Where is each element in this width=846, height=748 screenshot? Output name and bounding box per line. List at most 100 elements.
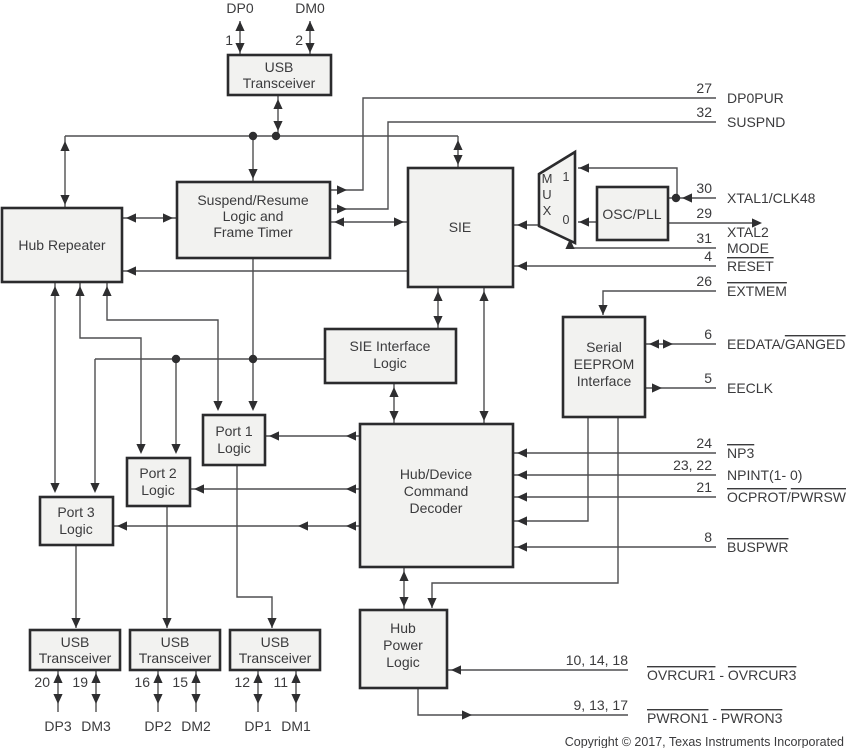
block-label: USB — [161, 634, 190, 650]
block-label: Frame Timer — [213, 224, 293, 240]
block-hub-power-logic — [358, 608, 449, 690]
block-label: Transceiver — [139, 650, 212, 666]
pin-number-16: 16 — [134, 674, 150, 690]
block-label: EEPROM — [574, 356, 635, 372]
junction-dots — [171, 131, 681, 364]
block-usb-transceiver-1 — [228, 628, 322, 672]
pin-number-6: 6 — [704, 326, 712, 342]
pin-number-32: 32 — [696, 104, 712, 120]
block-label: Port 2 — [139, 465, 177, 481]
block-osc-pll — [595, 185, 670, 242]
block-label: Port 3 — [57, 504, 95, 520]
mux-input-0: 0 — [563, 213, 570, 227]
block-label: Transceiver — [39, 650, 112, 666]
pin-label-ocprot-pwrsw: OCPROT/PWRSW — [727, 489, 846, 505]
pin-label-suspnd: SUSPND — [727, 114, 785, 130]
pin-label-eedata-ganged: EEDATA/GANGED — [727, 336, 846, 352]
block-port1-logic — [201, 413, 267, 467]
pin-number-4: 4 — [704, 248, 712, 264]
block-label: Logic — [217, 440, 250, 456]
pin-number-1: 1 — [225, 32, 233, 48]
pin-number-31: 31 — [696, 230, 712, 246]
block-label: Hub/Device — [400, 466, 473, 482]
mux-letter: X — [543, 203, 552, 218]
block-label: Hub Repeater — [18, 237, 106, 253]
block-label: Logic — [386, 654, 419, 670]
pin-label-dm2: DM2 — [181, 718, 211, 734]
right-pin-numbers: 27 32 30 29 31 4 26 6 5 24 23, 22 21 8 1… — [566, 80, 712, 713]
block-label: SIE Interface — [350, 338, 431, 354]
mux-letter: U — [542, 187, 551, 202]
block-usb-transceiver-0 — [226, 53, 333, 97]
pin-label-dp0: DP0 — [226, 0, 253, 16]
block-label: USB — [61, 634, 90, 650]
junction-dot — [671, 193, 681, 203]
pin-label-dp3: DP3 — [44, 718, 71, 734]
pin-number-19: 19 — [72, 674, 88, 690]
right-pin-names: DP0PUR SUSPND XTAL1/CLK48 XTAL2 MODE RES… — [647, 90, 846, 726]
block-label: SIE — [449, 219, 472, 235]
junction-dot — [248, 354, 258, 364]
block-label: Hub — [390, 620, 416, 636]
blocks: USB Transceiver Hub Repeater Suspend/Res… — [0, 53, 670, 690]
block-label: Logic — [141, 482, 174, 498]
pin-label-pwron: PWRON1 - PWRON3 — [647, 710, 783, 726]
pin-label-dp1: DP1 — [244, 718, 271, 734]
pin-label-ovrcur: OVRCUR1 - OVRCUR3 — [647, 667, 797, 683]
block-label: USB — [265, 59, 294, 75]
block-label: Transceiver — [243, 75, 316, 91]
pin-number-21: 21 — [696, 479, 712, 495]
pin-label-eeclk: EECLK — [727, 380, 774, 396]
mux-input-1: 1 — [563, 170, 570, 184]
block-hub-device-command-decoder — [358, 422, 515, 569]
wire-hubrep-port1 — [106, 282, 219, 408]
wire-hubrep-port2 — [79, 282, 142, 451]
pin-label-npint: NPINT(1- 0) — [727, 467, 802, 483]
block-label: Interface — [577, 373, 632, 389]
block-serial-eeprom — [561, 315, 647, 419]
pin-number-10-14-18: 10, 14, 18 — [566, 652, 628, 668]
block-port3-logic — [38, 495, 115, 547]
pin-number-26: 26 — [696, 273, 712, 289]
wire-pwron — [417, 688, 628, 716]
pin-number-20: 20 — [34, 674, 50, 690]
block-label: Suspend/Resume — [197, 192, 309, 208]
wire-eeprom-decoder — [513, 417, 589, 522]
pin-number-12: 12 — [234, 674, 250, 690]
block-label: USB — [261, 634, 290, 650]
pin-label-buspwr: BUSPWR — [727, 539, 788, 555]
pin-label-reset: RESET — [727, 258, 774, 274]
pin-label-xtal1-clk48: XTAL1/CLK48 — [727, 190, 816, 206]
block-label: Serial — [586, 339, 622, 355]
junction-dot — [271, 131, 281, 141]
wire-eeprom-hubpower — [431, 417, 619, 608]
pin-number-9-13-17: 9, 13, 17 — [574, 697, 629, 713]
wire-port1-xcvr — [236, 465, 273, 628]
block-label: Decoder — [410, 500, 463, 516]
block-label: Command — [404, 483, 469, 499]
pin-label-dm3: DM3 — [81, 718, 111, 734]
mux-letter: M — [542, 171, 553, 186]
pin-label-dm0: DM0 — [295, 0, 325, 16]
block-label: Logic — [373, 355, 406, 371]
pin-label-dm1: DM1 — [281, 718, 311, 734]
block-label: Transceiver — [239, 650, 312, 666]
pin-number-23-22: 23, 22 — [673, 457, 712, 473]
pin-label-xtal2: XTAL2 — [727, 224, 769, 240]
bottom-pin-labels: 20 19 16 15 12 11 DP3 DM3 DP2 DM2 DP1 DM… — [34, 674, 311, 734]
block-sie — [406, 166, 515, 289]
pin-label-np3: NP3 — [727, 445, 754, 461]
block-label: Power — [383, 637, 423, 653]
pin-number-2: 2 — [295, 32, 303, 48]
block-label: OSC/PLL — [602, 206, 661, 222]
pin-label-mode: MODE — [727, 240, 769, 256]
block-usb-transceiver-3 — [28, 628, 122, 672]
block-port2-logic — [125, 456, 192, 508]
top-pin-labels: DP0 DM0 1 2 — [225, 0, 325, 48]
junction-dot — [248, 131, 258, 141]
block-label: Logic — [59, 521, 92, 537]
pin-number-29: 29 — [696, 205, 712, 221]
pin-number-8: 8 — [704, 529, 712, 545]
copyright-notice: Copyright © 2017, Texas Instruments Inco… — [565, 735, 844, 748]
